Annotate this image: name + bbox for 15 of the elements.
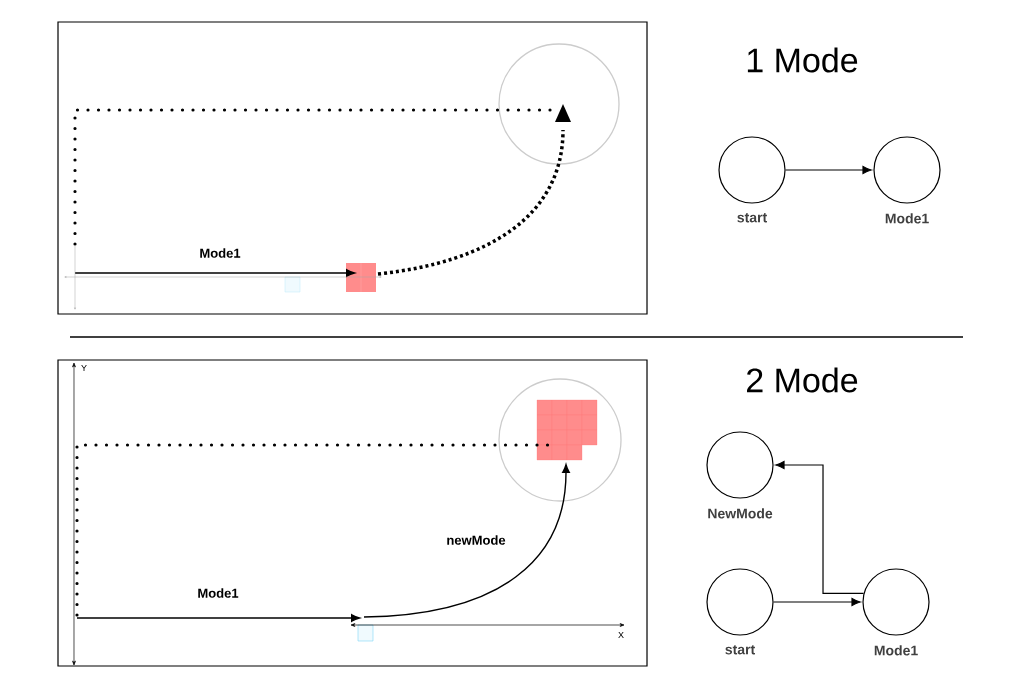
node-label: NewMode — [708, 508, 773, 519]
node-label: Mode1 — [874, 645, 918, 656]
axis-label: X — [618, 631, 624, 639]
arrow — [773, 598, 861, 606]
path-label: Mode1 — [198, 588, 239, 598]
node-label: start — [725, 645, 755, 655]
node-label: Mode1 — [885, 213, 929, 224]
path-label: newMode — [447, 535, 506, 545]
arrow — [775, 461, 865, 594]
path-label: Mode1 — [200, 248, 241, 258]
mode-title: 1 Mode — [747, 47, 858, 73]
axis-label: Y — [81, 364, 87, 372]
arrow — [785, 166, 872, 174]
node-label: start — [737, 213, 767, 223]
mode-title: 2 Mode — [747, 367, 858, 393]
